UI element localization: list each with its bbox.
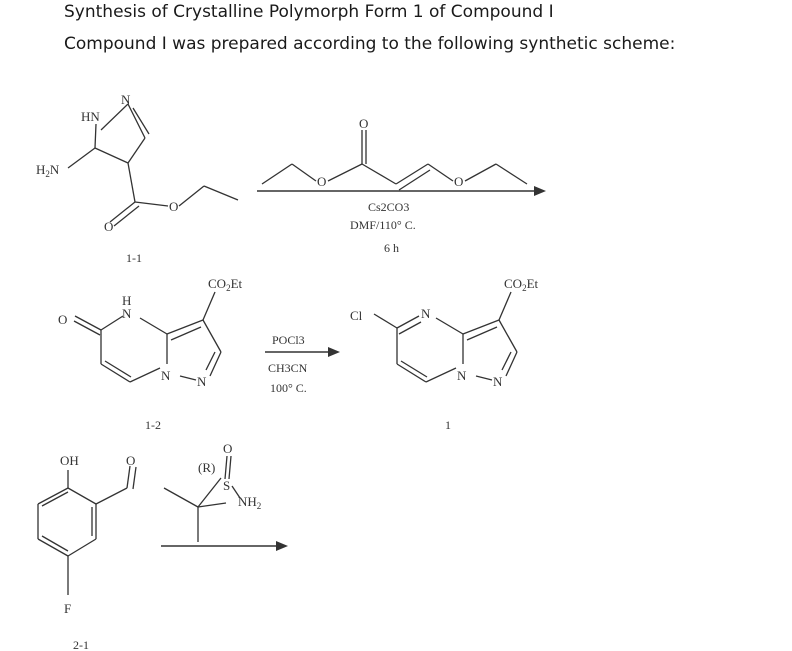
condition-6h: 6 h [384,241,399,255]
reaction-arrow-2 [265,347,340,357]
compound-1-2-structure [73,291,222,383]
atom-h-label: H [122,293,131,308]
atom-n-label: N [421,306,431,321]
atom-o-label: O [359,116,368,131]
atom-h2n-label: H2N [36,162,60,179]
stereo-label-r: (R) [198,460,215,475]
document-title: Synthesis of Crystalline Polymorph Form … [64,2,554,22]
atom-n-label: N [493,374,503,389]
co2et-label: CO2Et [208,276,243,293]
atom-oh-label: OH [60,453,79,468]
sulfinamide-structure [163,455,241,542]
condition-100c: 100° C. [270,381,307,395]
atom-s-label: S [223,478,230,493]
atom-o-label: O [126,453,135,468]
atom-o-label: O [317,174,326,189]
compound-2-1-structure [37,465,137,595]
nh2-label: NH2 [238,494,261,511]
atom-o-label: O [223,441,232,456]
reaction-arrow-3 [161,541,288,551]
atom-o-label: O [169,199,178,214]
atom-o-label: O [454,174,463,189]
atom-n-label: N [161,368,171,383]
atom-hn-label: HN [81,109,100,124]
condition-ch3cn: CH3CN [268,361,308,375]
condition-pocl3: POCl3 [272,333,305,347]
document-intro: Compound I was prepared according to the… [64,34,676,54]
co2et-label: CO2Et [504,276,539,293]
atom-cl-label: Cl [350,308,363,323]
atom-n-label: N [121,92,131,107]
reaction-arrow-1 [257,186,546,196]
compound-id-1: 1 [445,418,451,432]
condition-dmf-110c: DMF/110° C. [350,218,416,232]
compound-1-structure [373,291,518,383]
compound-id-1-1: 1-1 [126,251,142,265]
atom-n-label: N [122,306,132,321]
compound-id-1-2: 1-2 [145,418,161,432]
atom-n-label: N [197,374,207,389]
atom-o-label: O [104,219,113,234]
ethoxyacrylate-structure [261,130,528,191]
condition-cs2co3: Cs2CO3 [368,200,409,214]
atom-o-label: O [58,312,67,327]
compound-id-2-1: 2-1 [73,638,89,651]
atom-n-label: N [457,368,467,383]
compound-1-1-structure [67,103,239,227]
atom-f-label: F [64,601,71,616]
